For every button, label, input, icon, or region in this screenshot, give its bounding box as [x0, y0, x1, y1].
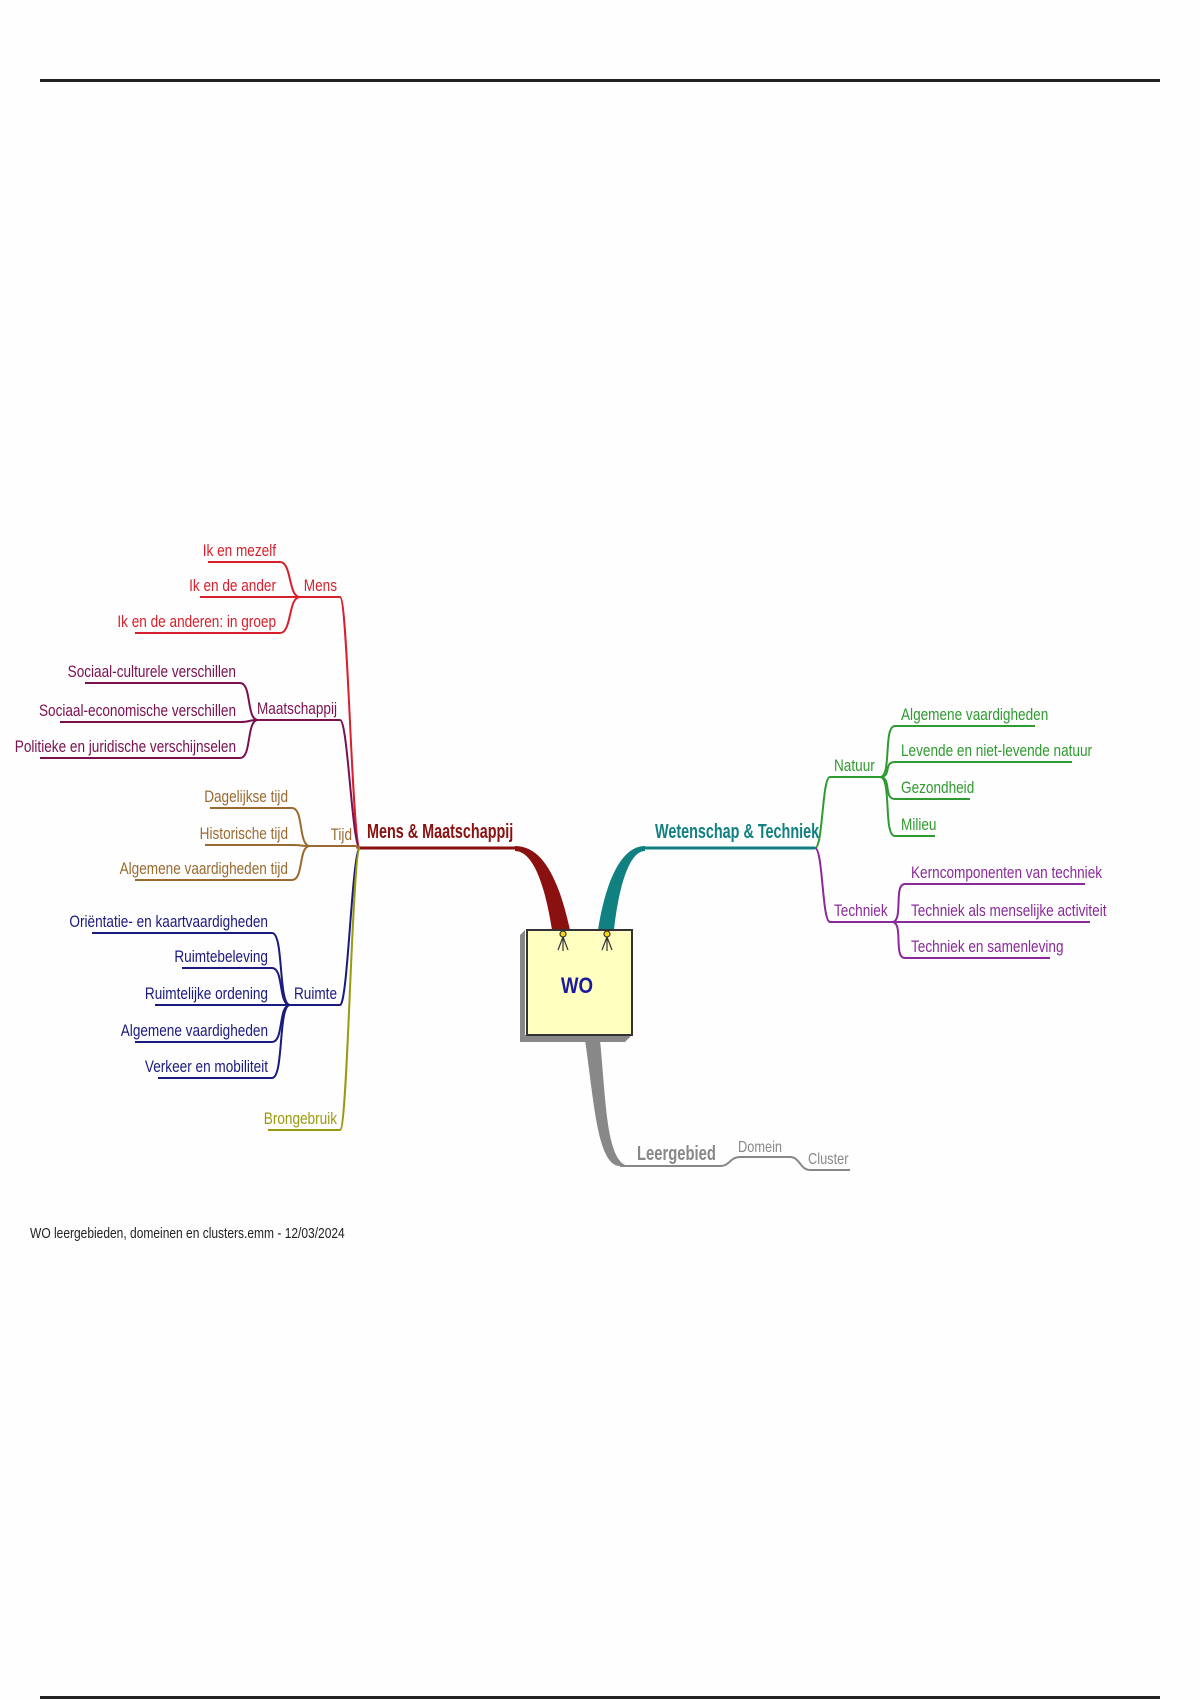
leaf-node[interactable]: Politieke en juridische verschijnselen [15, 738, 236, 757]
leaf-line [135, 845, 311, 881]
leaf-node[interactable]: Historische tijd [200, 825, 288, 844]
legend-leergebied[interactable]: Leergebied [637, 1142, 716, 1165]
leaf-node[interactable]: Techniek als menselijke activiteit [911, 902, 1107, 921]
subnode-brongebruik[interactable]: Brongebruik [264, 1110, 338, 1129]
leaf-line [205, 844, 311, 847]
leaf-line [92, 932, 291, 1006]
leaf-line [879, 761, 1072, 778]
leaf-node[interactable]: Ik en de ander [189, 577, 276, 596]
subnode-techniek-line [814, 847, 892, 923]
leaf-node[interactable]: Oriëntatie- en kaartvaardigheden [69, 913, 268, 932]
subnode-brongebruik-line [268, 847, 361, 1131]
leaf-node[interactable]: Gezondheid [901, 779, 974, 798]
footer-rule [40, 1696, 1160, 1699]
leaf-line [40, 719, 259, 759]
subnode-mens[interactable]: Mens [304, 577, 337, 596]
leaf-node[interactable]: Levende en niet-levende natuur [901, 742, 1092, 761]
legend-domein[interactable]: Domein [738, 1139, 782, 1157]
leaf-node[interactable]: Ik en mezelf [203, 542, 277, 561]
leaf-node[interactable]: Ruimtebeleving [174, 948, 268, 967]
subnode-ruimte[interactable]: Ruimte [294, 985, 337, 1004]
subnode-mens-line [300, 596, 361, 849]
central-node[interactable]: WO [520, 929, 633, 1042]
leaf-node[interactable]: Ik en de anderen: in groep [117, 613, 276, 632]
leaf-line [879, 776, 935, 837]
subnode-tijd-line [310, 845, 361, 849]
leaf-node[interactable]: Sociaal-economische verschillen [39, 702, 236, 721]
subnode-maatschappij[interactable]: Maatschappij [257, 700, 337, 719]
central-node-label: WO [561, 975, 593, 999]
leaf-node[interactable]: Milieu [901, 816, 936, 835]
leaf-node[interactable]: Dagelijkse tijd [204, 788, 288, 807]
branch-mens-maatschappij[interactable]: Mens & Maatschappij [367, 820, 513, 843]
leaf-node[interactable]: Sociaal-culturele verschillen [68, 663, 236, 682]
leaf-line [208, 561, 301, 598]
leaf-line [879, 725, 1035, 778]
legend-cluster[interactable]: Cluster [808, 1151, 849, 1169]
subnode-natuur-line [814, 776, 880, 849]
leaf-node[interactable]: Kerncomponenten van techniek [911, 864, 1102, 883]
subnode-techniek[interactable]: Techniek [834, 902, 888, 921]
branch-connector-mens-maatschappij [515, 846, 570, 930]
header-rule [40, 79, 1160, 82]
leaf-node[interactable]: Ruimtelijke ordening [145, 985, 268, 1004]
central-node-box [526, 929, 633, 1036]
pin-icon [557, 930, 613, 951]
leaf-line [85, 682, 259, 721]
subnode-natuur[interactable]: Natuur [834, 757, 875, 776]
leaf-line [182, 967, 291, 1006]
leaf-node[interactable]: Algemene vaardigheden [901, 706, 1048, 725]
subnode-maatschappij-line [258, 719, 361, 849]
leaf-line [210, 807, 311, 847]
leaf-line [891, 921, 1050, 959]
leaf-node[interactable]: Algemene vaardigheden tijd [120, 860, 288, 879]
leaf-line [891, 883, 1085, 923]
branch-connector-wetenschap-techniek [598, 846, 645, 930]
leaf-node[interactable]: Verkeer en mobiliteit [145, 1058, 269, 1077]
leaf-node[interactable]: Techniek en samenleving [911, 938, 1064, 957]
legend-line [620, 1156, 850, 1171]
legend-connector [585, 1040, 630, 1166]
footer-caption[interactable]: WO leergebieden, domeinen en clusters.em… [30, 1225, 345, 1242]
branch-wetenschap-techniek[interactable]: Wetenschap & Techniek [655, 820, 819, 843]
subnode-tijd[interactable]: Tijd [331, 826, 352, 845]
leaf-line [135, 596, 301, 634]
leaf-line [158, 1004, 291, 1079]
leaf-node[interactable]: Algemene vaardigheden [121, 1022, 268, 1041]
